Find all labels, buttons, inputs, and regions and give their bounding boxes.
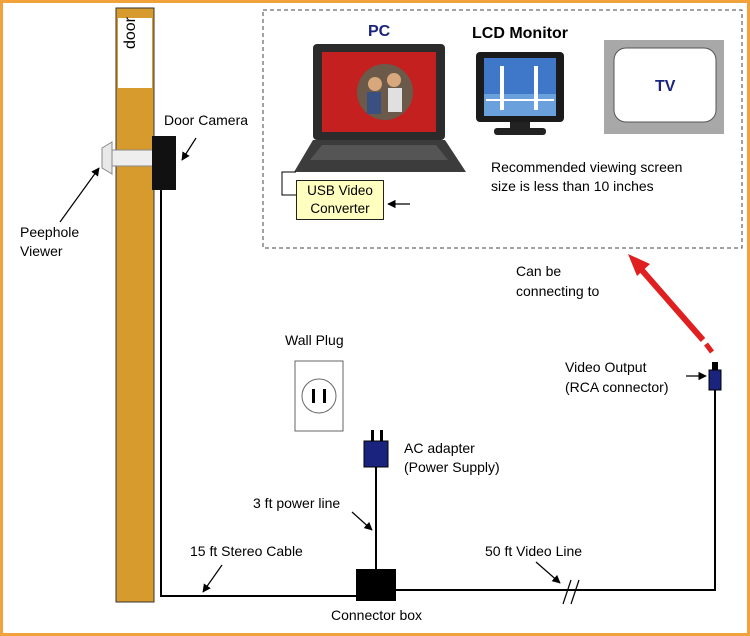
peephole-label-line1: Peephole [20,224,80,240]
laptop-icon [294,44,466,172]
connector-box-label: Connector box [331,607,423,623]
connector-box [356,569,396,601]
recommend-line1: Recommended viewing screen [491,159,683,175]
tv-label: TV [655,78,676,95]
stereo-cable-label: 15 ft Stereo Cable [190,543,303,559]
video-cable [396,390,716,591]
power-line-label: 3 ft power line [253,495,341,511]
door-label: door [122,16,139,50]
video-line-label: 50 ft Video Line [485,543,583,559]
recommend-line2: size is less than 10 inches [491,178,654,194]
door-camera-icon [152,136,176,190]
ac-adapter-line2: (Power Supply) [404,459,500,475]
pc-label: PC [368,23,391,40]
peephole-arrow [59,167,100,223]
laptop-usb-cable [281,171,296,196]
usb-label-line1: USB Video [307,183,373,198]
can-be-line1: Can be [516,263,562,279]
door-label-plate [118,18,152,88]
video-output-line2: (RCA connector) [565,379,669,395]
peephole-label-line2: Viewer [20,243,63,259]
ac-adapter-line1: AC adapter [404,440,475,456]
rca-connector-icon [708,362,722,391]
tv-icon [604,40,724,134]
video-line-arrow [535,561,561,584]
usb-video-converter: USB Video Converter [296,180,384,220]
video-output-line1: Video Output [565,359,647,375]
red-connection-arrow [628,254,714,354]
peephole-icon [101,141,155,175]
can-be-line2: connecting to [516,283,600,299]
lcd-monitor-label: LCD Monitor [472,25,568,42]
door-camera-label: Door Camera [164,112,249,128]
wall-plug-icon [294,360,344,432]
display-options-box [262,9,743,249]
stereo-cable [160,190,360,597]
ac-adapter-icon [363,430,389,468]
camera-arrow [181,137,197,161]
power-line-arrow [351,511,373,531]
stereo-cable-arrow [202,564,223,593]
usb-label-line2: Converter [310,201,370,216]
wall-plug-label: Wall Plug [285,332,344,348]
lcd-monitor-icon [476,52,564,135]
door [115,7,155,603]
